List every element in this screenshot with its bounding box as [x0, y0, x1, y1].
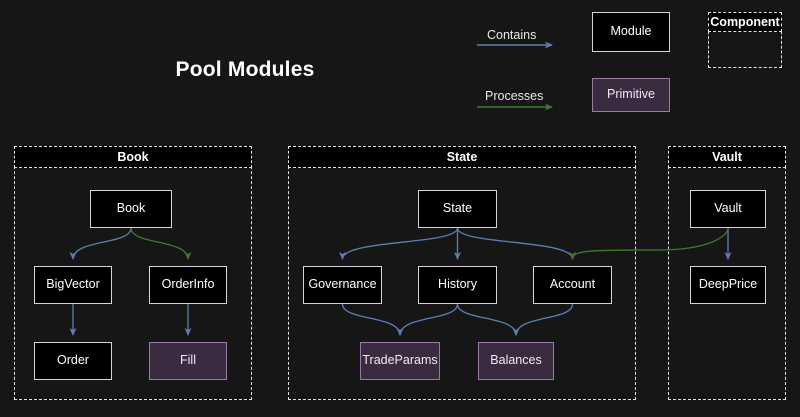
legend-contains-label: Contains — [487, 28, 537, 42]
node-fill[interactable]: Fill — [149, 342, 227, 380]
node-governance[interactable]: Governance — [303, 266, 382, 304]
legend-processes-label: Processes — [485, 89, 544, 103]
legend-component-header: Component — [708, 12, 782, 32]
node-tradeparams[interactable]: TradeParams — [360, 342, 440, 380]
node-vault[interactable]: Vault — [690, 190, 766, 228]
cluster-header-state: State — [288, 146, 636, 168]
cluster-header-book: Book — [14, 146, 252, 168]
node-balances[interactable]: Balances — [478, 342, 554, 380]
node-bigvector[interactable]: BigVector — [34, 266, 112, 304]
node-deepprice[interactable]: DeepPrice — [690, 266, 766, 304]
node-state[interactable]: State — [418, 190, 497, 228]
cluster-header-vault: Vault — [668, 146, 786, 168]
node-order[interactable]: Order — [34, 342, 112, 380]
page-title: Pool Modules — [175, 58, 315, 81]
legend-primitive-box: Primitive — [592, 78, 670, 112]
node-account[interactable]: Account — [533, 266, 612, 304]
legend-module-box: Module — [592, 12, 670, 52]
node-history[interactable]: History — [418, 266, 497, 304]
node-orderinfo[interactable]: OrderInfo — [149, 266, 227, 304]
node-book[interactable]: Book — [90, 190, 172, 228]
